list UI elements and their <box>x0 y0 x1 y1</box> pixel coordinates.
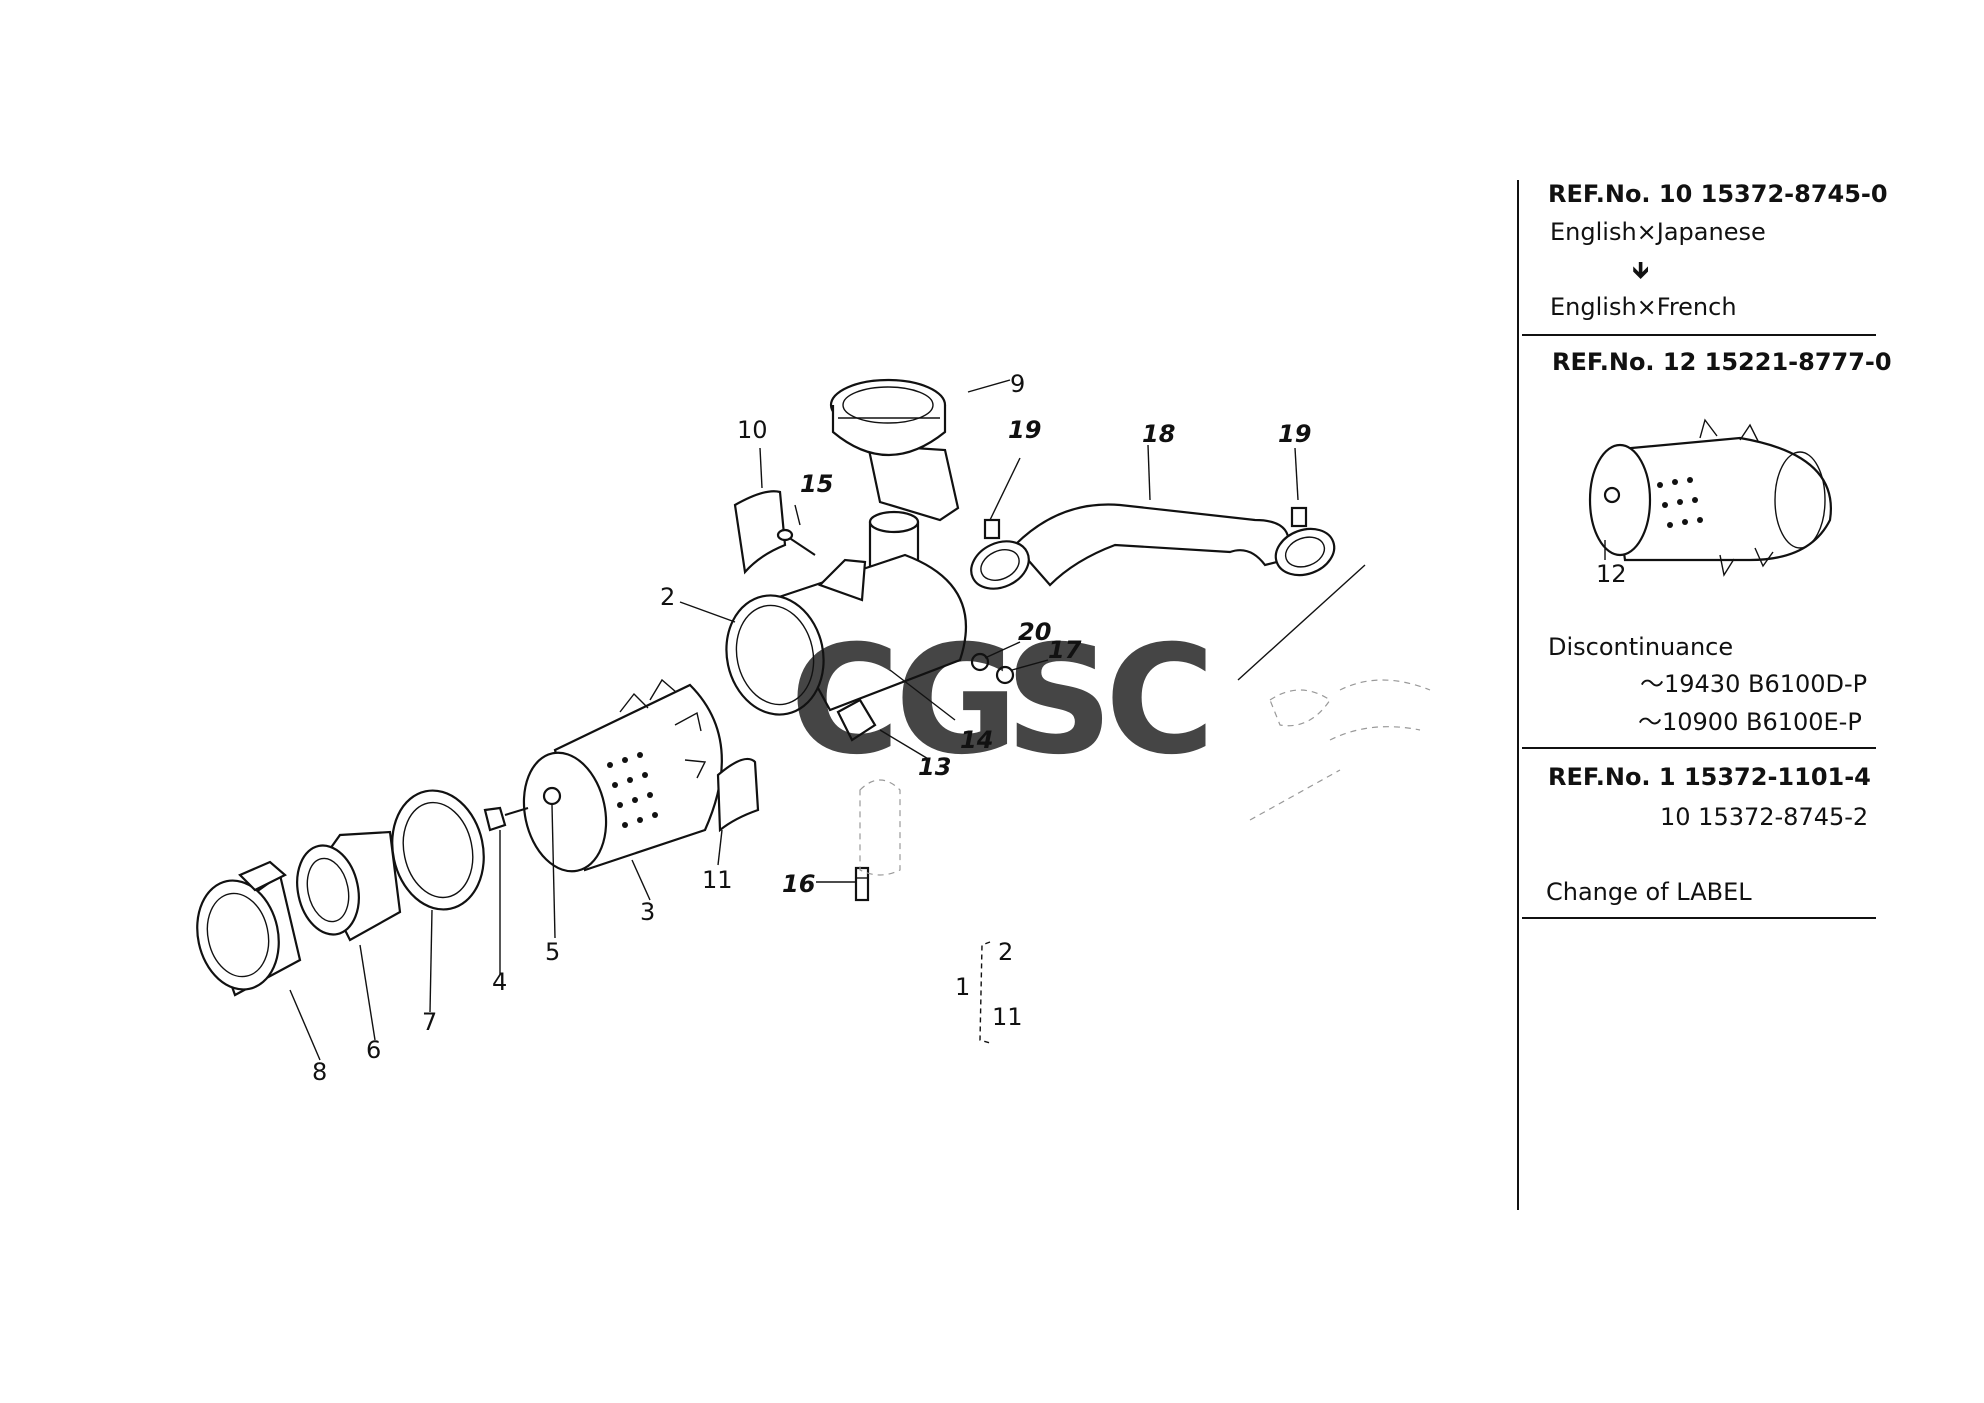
assembly-bracket: 2 1 11 <box>955 938 1023 1044</box>
section2-row1: ～19430 B6100D-P <box>1640 670 1867 698</box>
section2-heading: Discontinuance <box>1548 633 1733 661</box>
part-15-bolt <box>776 528 816 556</box>
callout-5: 5 <box>545 938 560 966</box>
callout-17: 17 <box>1048 636 1082 664</box>
callout-10: 10 <box>737 416 768 444</box>
callout-2: 2 <box>660 583 675 611</box>
bracket-side: 1 <box>955 973 970 1001</box>
callout-13: 13 <box>918 753 951 781</box>
part-2-housing <box>725 553 968 742</box>
callout-11: 11 <box>702 866 733 894</box>
section3-note: Change of LABEL <box>1546 878 1752 906</box>
part-18-hose <box>1013 503 1290 587</box>
callout-20: 20 <box>1018 618 1051 646</box>
callout-numbers: 9 10 15 19 18 19 2 20 17 14 13 16 11 3 5… <box>312 370 1311 1086</box>
section2-ref: REF.No. 12 15221-8777-0 <box>1552 348 1892 376</box>
watermark-letter: G <box>895 614 1018 788</box>
part-19-clamp-left <box>970 518 1030 590</box>
section3-ref: REF.No. 1 15372-1101-4 <box>1548 763 1871 791</box>
callout-3: 3 <box>640 898 655 926</box>
watermark-letter: C <box>790 614 900 788</box>
section3-ref2: 10 15372-8745-2 <box>1660 803 1868 831</box>
part-11-label <box>716 757 760 833</box>
part-8-cup <box>196 860 302 997</box>
section1-arrow: 🡻 <box>1632 256 1649 284</box>
section2-row2: ～10900 B6100E-P <box>1638 708 1862 736</box>
faded-ghost-parts <box>859 679 1431 876</box>
part-17-nut <box>995 665 1015 685</box>
callout-19: 19 <box>1278 420 1311 448</box>
callout-6: 6 <box>366 1036 381 1064</box>
watermark: C G S C <box>790 614 1215 788</box>
callout-16: 16 <box>782 870 815 898</box>
watermark-letter: S <box>1005 614 1113 788</box>
leader-lines <box>289 379 1366 1061</box>
callout-19: 19 <box>1008 416 1041 444</box>
section1-line1: English×Japanese <box>1550 218 1766 246</box>
callout-18: 18 <box>1142 420 1175 448</box>
watermark-letter: C <box>1105 614 1215 788</box>
callout-15: 15 <box>800 470 833 498</box>
part-10-label <box>733 490 787 575</box>
callout-9: 9 <box>1010 370 1025 398</box>
inset-element-drawing <box>1588 418 1832 577</box>
callout-4: 4 <box>492 968 507 996</box>
part-16-bolt <box>854 866 870 902</box>
section1-ref: REF.No. 10 15372-8745-0 <box>1548 180 1888 208</box>
part-4-bolt <box>483 806 529 832</box>
part-20-nut <box>970 652 990 672</box>
bracket-top: 2 <box>998 938 1013 966</box>
part-9-cap <box>829 378 960 522</box>
part-19-clamp-right <box>1274 506 1336 577</box>
part-6-ring <box>296 830 402 942</box>
section1-line2: English×French <box>1550 293 1737 321</box>
ref-panel: REF.No. 10 15372-8745-0 English×Japanese… <box>1517 180 1892 1210</box>
callout-7: 7 <box>422 1008 437 1036</box>
part-3-element <box>522 678 723 873</box>
inset-label: 12 <box>1596 560 1627 588</box>
callout-14: 14 <box>960 726 993 754</box>
bracket-bottom: 11 <box>992 1003 1023 1031</box>
callout-8: 8 <box>312 1058 327 1086</box>
